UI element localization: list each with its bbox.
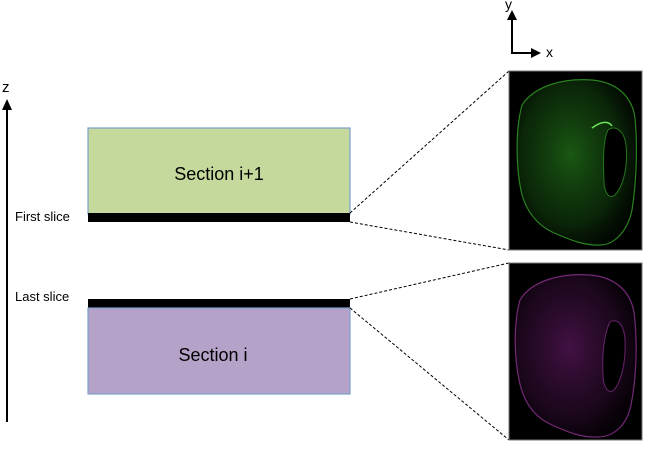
connector-first-bottom bbox=[349, 221, 510, 251]
upper-highlight-icon bbox=[591, 121, 613, 129]
section-upper-box bbox=[87, 127, 351, 215]
connector-lines bbox=[349, 70, 510, 441]
connector-first-top bbox=[349, 70, 510, 214]
y-axis-label: y bbox=[505, 0, 512, 12]
connector-last-top bbox=[349, 262, 510, 300]
connector-last-bottom bbox=[349, 307, 510, 441]
z-axis-arrowhead-icon bbox=[2, 99, 12, 110]
last-slice-bar bbox=[88, 299, 350, 308]
first-slice-bar bbox=[88, 213, 350, 222]
section-lower-box bbox=[87, 307, 351, 395]
last-slice-label: Last slice bbox=[15, 289, 69, 304]
x-axis-label: x bbox=[546, 44, 553, 60]
lower-slice-image bbox=[508, 262, 643, 441]
z-axis-label: z bbox=[2, 79, 10, 96]
y-axis-arrowhead-icon bbox=[507, 10, 517, 20]
first-slice: First slice bbox=[15, 209, 350, 224]
x-axis-arrowhead-icon bbox=[531, 48, 541, 58]
upper-slice-image bbox=[508, 70, 643, 251]
first-slice-label: First slice bbox=[15, 209, 70, 224]
last-slice: Last slice bbox=[15, 289, 350, 308]
section-lower: Section i bbox=[87, 307, 351, 395]
xy-axes-indicator: y x bbox=[505, 0, 553, 60]
lower-brain-section-icon bbox=[514, 274, 637, 438]
section-upper: Section i+1 bbox=[87, 127, 351, 215]
upper-brain-section-icon bbox=[516, 79, 638, 246]
upper-ventricle-icon bbox=[603, 127, 627, 197]
section-lower-label: Section i bbox=[178, 345, 247, 365]
lower-ventricle-icon bbox=[602, 320, 626, 392]
section-upper-label: Section i+1 bbox=[174, 164, 264, 184]
z-axis: z bbox=[2, 79, 12, 422]
